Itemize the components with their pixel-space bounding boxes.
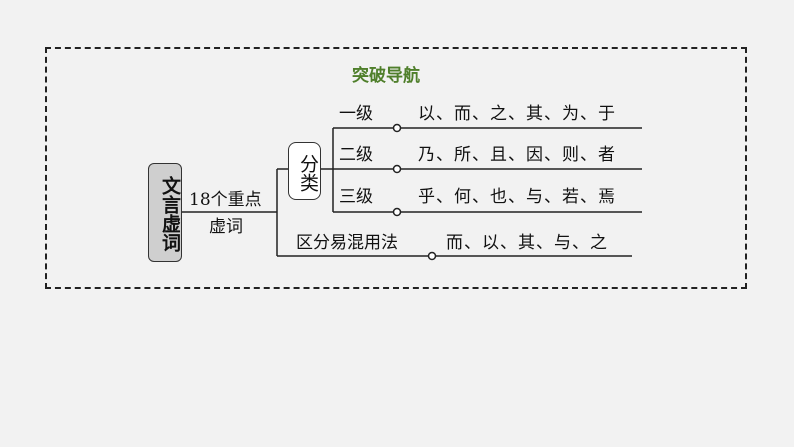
branch-label: 18个重点 [189, 190, 262, 210]
level-words: 乎、何、也、与、若、焉 [418, 187, 616, 207]
level-words: 乃、所、且、因、则、者 [418, 145, 616, 165]
level-words: 以、而、之、其、为、于 [418, 104, 616, 124]
node-circle [392, 164, 402, 174]
title: 突破导航 [352, 66, 420, 86]
level-label: 一级 [339, 104, 373, 124]
node-circle [427, 251, 437, 261]
branch-label: 虚词 [209, 217, 243, 237]
distinguish-label: 区分易混用法 [296, 233, 398, 253]
distinguish-words: 而、以、其、与、之 [446, 233, 608, 253]
level-label: 二级 [339, 145, 373, 165]
level-label: 三级 [339, 187, 373, 207]
category-node: 分类 [288, 142, 321, 200]
node-circle [392, 123, 402, 133]
root-node: 文言虚词 [148, 163, 182, 262]
node-circle [392, 207, 402, 217]
dashed-frame [45, 47, 747, 289]
